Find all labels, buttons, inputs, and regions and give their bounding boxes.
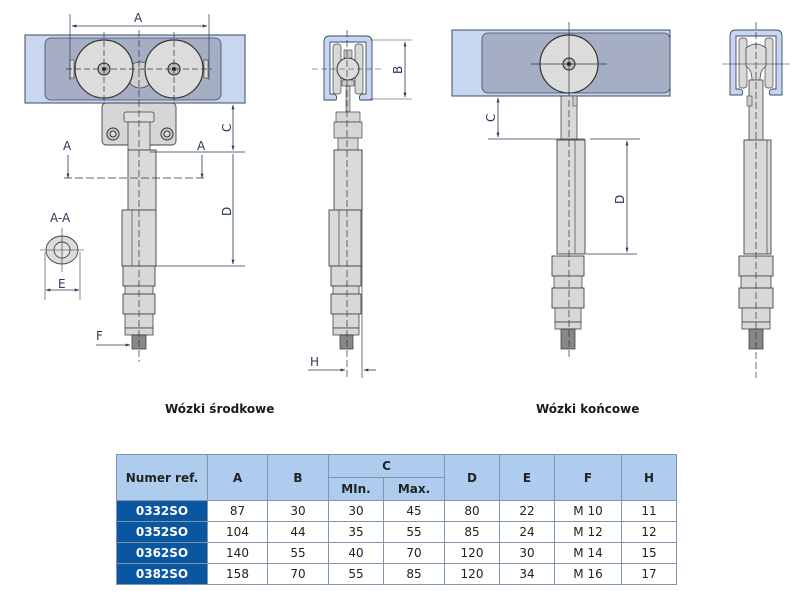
dim-label-e: E (58, 277, 66, 291)
header-c-max: Max. (383, 477, 445, 501)
header-e: E (499, 454, 555, 501)
header-row: Numer ref. A B C D E F H (116, 454, 677, 501)
dim-label-d: D (220, 207, 234, 216)
header-c-min: MIn. (328, 477, 384, 501)
cell-d: 80 (444, 500, 500, 522)
table-row: 0332SO 87 30 30 45 80 22 M 10 11 (116, 500, 677, 522)
cell-b: 30 (267, 500, 329, 522)
cell-f: M 16 (554, 563, 622, 585)
section-title: A-A (50, 211, 71, 225)
cell-c-min: 40 (328, 542, 384, 564)
dim-label-b: B (391, 66, 405, 74)
cell-c-max: 70 (383, 542, 445, 564)
cell-c-min: 35 (328, 521, 384, 543)
cell-a: 158 (207, 563, 268, 585)
table-row: 0352SO 104 44 35 55 85 24 M 12 12 (116, 521, 677, 543)
cell-e: 34 (499, 563, 555, 585)
dim-label-a: A (134, 11, 143, 25)
cell-h: 17 (621, 563, 677, 585)
end-trolley-front-view: C D (451, 22, 671, 358)
cell-b: 70 (267, 563, 329, 585)
cell-c-max: 45 (383, 500, 445, 522)
header-f: F (554, 454, 622, 501)
cell-e: 22 (499, 500, 555, 522)
technical-drawings: A C D A A A-A E F (24, 11, 790, 378)
cell-c-max: 55 (383, 521, 445, 543)
end-dim-label-d: D (613, 195, 627, 204)
cell-ref: 0332SO (116, 500, 208, 522)
spec-table: Numer ref. A B C D E F H MIn. Max. 0332S… (116, 454, 677, 585)
header-ref: Numer ref. (116, 454, 208, 501)
cell-ref: 0382SO (116, 563, 208, 585)
caption-middle-trolleys: Wózki środkowe (165, 402, 275, 416)
cell-c-min: 55 (328, 563, 384, 585)
middle-trolley-side-view: B H (308, 30, 412, 378)
cell-d: 85 (444, 521, 500, 543)
cell-d: 120 (444, 542, 500, 564)
cell-a: 140 (207, 542, 268, 564)
cell-h: 15 (621, 542, 677, 564)
middle-trolley-front-view: A C D A A A-A E F (24, 11, 246, 362)
cell-d: 120 (444, 563, 500, 585)
section-arrow-label-right: A (197, 139, 206, 153)
end-dim-label-c: C (484, 114, 498, 122)
header-h: H (621, 454, 677, 501)
dim-label-h: H (310, 355, 319, 369)
cell-f: M 14 (554, 542, 622, 564)
header-c: C (328, 454, 445, 478)
cell-c-min: 30 (328, 500, 384, 522)
cell-a: 87 (207, 500, 268, 522)
cell-ref: 0362SO (116, 542, 208, 564)
cell-a: 104 (207, 521, 268, 543)
cell-h: 12 (621, 521, 677, 543)
table-row: 0382SO 158 70 55 85 120 34 M 16 17 (116, 563, 677, 585)
header-a: A (207, 454, 268, 501)
cell-b: 55 (267, 542, 329, 564)
end-trolley-side-view (722, 22, 790, 378)
cell-f: M 10 (554, 500, 622, 522)
cell-ref: 0352SO (116, 521, 208, 543)
section-arrow-label-left: A (63, 139, 72, 153)
caption-end-trolleys: Wózki końcowe (536, 402, 640, 416)
table-row: 0362SO 140 55 40 70 120 30 M 14 15 (116, 542, 677, 564)
cell-e: 24 (499, 521, 555, 543)
cell-h: 11 (621, 500, 677, 522)
cell-b: 44 (267, 521, 329, 543)
cell-f: M 12 (554, 521, 622, 543)
dim-label-f: F (96, 329, 103, 343)
dim-label-c: C (220, 124, 234, 132)
cell-c-max: 85 (383, 563, 445, 585)
subheader-row: MIn. Max. (117, 477, 677, 501)
cell-e: 30 (499, 542, 555, 564)
header-b: B (267, 454, 329, 501)
header-d: D (444, 454, 500, 501)
